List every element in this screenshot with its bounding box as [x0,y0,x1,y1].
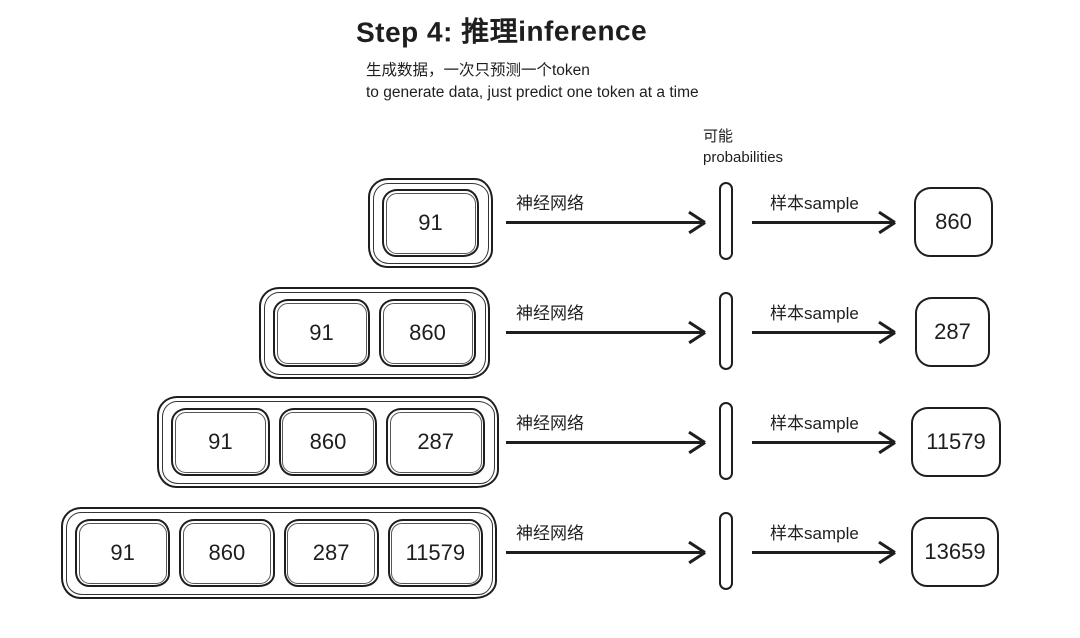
probabilities-bar [719,512,733,590]
sample-arrow-label: 样本sample [770,304,859,323]
sample-arrow-label: 样本sample [770,194,859,213]
diagram-subtitle: 生成数据，一次只预测一个token to generate data, just… [366,60,699,104]
token-box: 287 [283,519,379,587]
neural-network-arrow-label: 神经网络 [516,524,584,543]
arrow-right-icon [752,551,894,554]
output-value: 13659 [924,539,986,564]
subtitle-line-zh: 生成数据，一次只预测一个token [366,62,590,79]
token-value: 860 [409,320,446,345]
probabilities-label-zh: 可能 [703,128,734,145]
context-box-row4: 91 860 287 11579 [61,507,497,599]
arrow-right-icon [506,221,704,224]
output-box-row1: 860 [914,187,993,257]
subtitle-line-en: to generate data, just predict one token… [366,84,699,101]
neural-network-arrow-label: 神经网络 [516,414,584,433]
arrow-right-icon [506,551,704,554]
token-box: 11579 [387,519,483,587]
token-box: 860 [179,519,275,587]
context-box-row2: 91 860 [259,287,490,379]
token-value: 91 [110,540,135,565]
token-value: 860 [309,429,347,454]
output-box-row2: 287 [915,297,990,367]
neural-network-arrow-label: 神经网络 [516,304,584,323]
token-box: 860 [379,299,476,367]
arrow-right-icon [752,441,894,444]
token-value: 91 [208,429,233,454]
probabilities-bar [719,402,733,480]
token-box: 91 [75,519,171,587]
token-value: 91 [309,320,334,345]
token-value: 860 [208,540,246,565]
output-value: 11579 [926,429,986,454]
token-value: 11579 [405,540,466,565]
token-box: 860 [278,408,378,476]
probabilities-label-en: probabilities [703,149,784,166]
output-box-row3: 11579 [911,407,1001,477]
token-box: 287 [386,408,486,476]
arrow-right-icon [752,221,894,224]
sample-arrow-label: 样本sample [770,524,859,543]
arrow-right-icon [506,441,704,444]
probabilities-bar [719,292,733,370]
arrow-right-icon [752,331,894,334]
output-box-row4: 13659 [911,517,999,587]
probabilities-label: 可能 probabilities [703,126,783,168]
output-value: 860 [935,209,972,234]
sample-arrow-label: 样本sample [770,414,859,433]
probabilities-bar [719,182,733,260]
neural-network-arrow-label: 神经网络 [516,194,584,213]
token-box: 91 [382,189,479,257]
page-title: Step 4: 推理inference [355,14,648,49]
token-value: 91 [418,210,443,235]
context-box-row3: 91 860 287 [157,396,499,488]
token-box: 91 [273,299,370,367]
token-value: 287 [417,429,455,454]
context-box-row1: 91 [368,178,493,268]
token-box: 91 [171,408,270,476]
token-value: 287 [312,540,350,565]
output-value: 287 [934,319,971,344]
arrow-right-icon [506,331,704,334]
